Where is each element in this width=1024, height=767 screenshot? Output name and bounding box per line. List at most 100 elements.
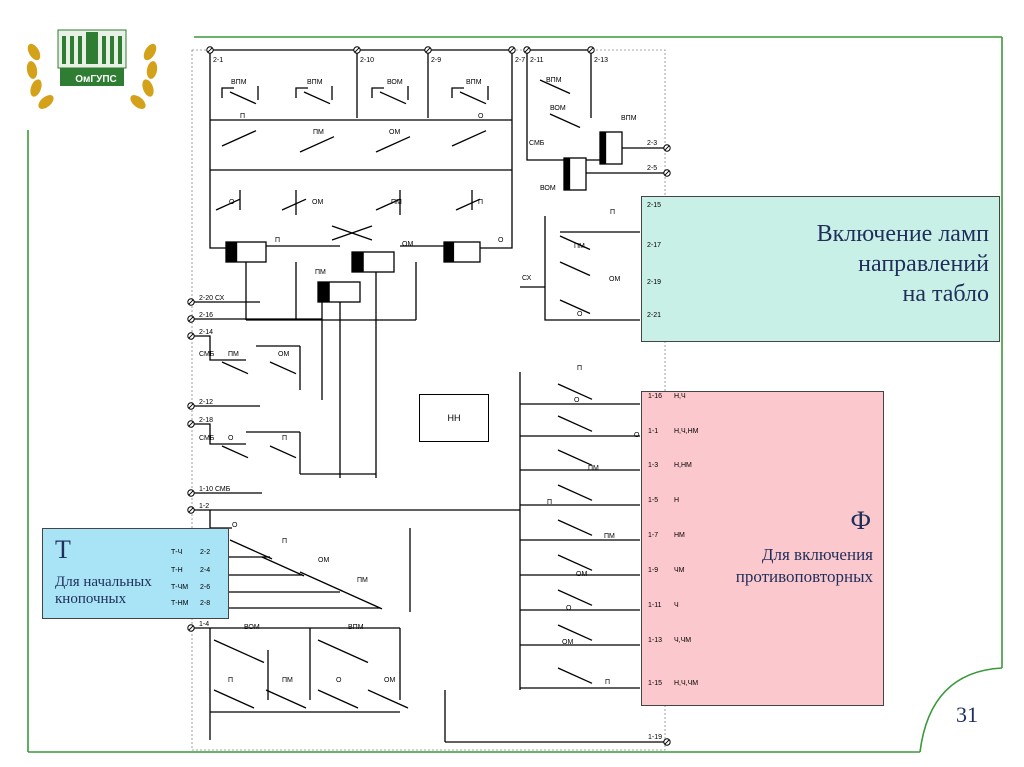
- contact-label-11: П: [478, 199, 484, 206]
- panel-t-line-1: Для начальных: [55, 574, 152, 590]
- nn-block: НН: [419, 394, 489, 442]
- contact-mid-1: [299, 136, 335, 153]
- terminal-label-2-21: 2-21: [647, 312, 662, 319]
- contact-label-22: ПМ: [574, 243, 585, 250]
- contact-f-2: [557, 449, 593, 466]
- contact-mid-3: [451, 130, 487, 147]
- contact-mid-0: [221, 130, 257, 147]
- contact-label-10: ПМ: [391, 199, 402, 206]
- contact-om-b: [367, 689, 409, 709]
- terminal-label-1-15: 1-15: [648, 680, 663, 687]
- contact-o-1: [215, 198, 241, 211]
- contact-label-32: П: [577, 365, 583, 372]
- contact-label-34: О: [634, 432, 640, 439]
- contact-label-20: ВОМ: [540, 185, 556, 192]
- terminal-label-1-11: 1-11: [648, 602, 662, 609]
- contact-label-0: ВПМ: [231, 79, 247, 86]
- contact-t-1: [261, 556, 305, 577]
- terminal-label-2-13: 2-13: [594, 57, 609, 64]
- terminal-label-1-3: 1-3: [648, 462, 659, 469]
- contact-label-45: ПМ: [357, 577, 368, 584]
- panel-f-line-1: Для включения: [761, 545, 873, 564]
- contact-label-36: П: [547, 499, 553, 506]
- contact-pm-1: [375, 198, 401, 211]
- contact-vom-b: [213, 639, 265, 664]
- contact-label-25: О: [577, 311, 583, 318]
- terminal-2-9-slash: [425, 47, 431, 53]
- contact-smb-o: [221, 445, 249, 459]
- wire: [221, 87, 234, 98]
- terminal-label-1-1: 1-1: [648, 428, 659, 435]
- contact-upper-0: [229, 91, 257, 105]
- contact-label-35: ПМ: [588, 465, 599, 472]
- contact-label-2: ВОМ: [387, 79, 403, 86]
- terminal-label-1-4: 1-4: [199, 621, 210, 628]
- contact-pm-r: [559, 261, 591, 277]
- contact-f-7: [557, 624, 593, 641]
- contact-label-48: П: [228, 677, 234, 684]
- omgups-logo: ОмГУПС: [24, 22, 160, 114]
- terminal-label-1-2: 1-2: [199, 503, 210, 510]
- wire: [451, 87, 464, 98]
- contact-p-l: [269, 445, 297, 459]
- terminal-tag-2-4: Т-Н: [171, 567, 183, 574]
- terminal-tag-2-6: Т-ЧМ: [171, 584, 189, 591]
- contact-label-17: ВОМ: [550, 105, 566, 112]
- contact-label-5: ПМ: [313, 129, 324, 136]
- terminal-tag-2-2: Т-Ч: [171, 549, 183, 556]
- terminal-label-2-2: 2-2: [200, 549, 211, 556]
- wire: [209, 205, 226, 249]
- diagram-label: П: [282, 435, 288, 442]
- panel-anti-repeat: Ф Для включения противоповторных: [641, 391, 884, 706]
- contact-label-23: СХ: [522, 275, 532, 282]
- contact-label-18: ВПМ: [621, 115, 637, 122]
- terminal-tag-1-7: НМ: [674, 532, 685, 539]
- wire: [209, 510, 232, 529]
- terminal-label-2-15: 2-15: [647, 202, 662, 209]
- contact-f-3: [557, 484, 593, 501]
- terminal-2-14-slash: [188, 333, 194, 339]
- contact-smb-pm: [221, 361, 249, 375]
- contact-t-3: [339, 589, 383, 610]
- diagram-label: ПМ: [228, 351, 239, 358]
- terminal-label-2-12: 2-12: [199, 399, 214, 406]
- terminal-2-11-slash: [524, 47, 530, 53]
- terminal-label-2-4: 2-4: [200, 567, 211, 574]
- contact-label-46: ВОМ: [244, 624, 260, 631]
- terminal-label-2-8: 2-8: [200, 600, 211, 607]
- terminal-1-4-slash: [188, 625, 194, 631]
- terminal-2-16-slash: [188, 316, 194, 322]
- contact-vpm-r: [539, 79, 571, 95]
- wire: [371, 87, 384, 98]
- wire: [191, 335, 246, 361]
- contact-label-41: П: [605, 679, 611, 686]
- panel-f-letter: Ф: [850, 506, 871, 535]
- terminal-label-2-7: 2-7: [515, 57, 526, 64]
- logo-text: ОмГУПС: [75, 74, 117, 85]
- panel-t-line-2: кнопочных: [55, 591, 127, 607]
- panel-top-line-1: Включение ламп: [816, 221, 989, 247]
- contact-p-r: [559, 235, 591, 251]
- contact-p-1: [455, 198, 481, 211]
- terminal-2-10-slash: [354, 47, 360, 53]
- panel-t-description: Для начальных кнопочных: [55, 574, 152, 608]
- terminal-tag-1-11: Ч: [674, 602, 679, 609]
- contact-p-b: [213, 689, 255, 709]
- terminal-label-2-19: 2-19: [647, 279, 662, 286]
- contact-label-13: ОМ: [402, 241, 414, 248]
- terminal-2-18-slash: [188, 421, 194, 427]
- wire: [295, 87, 308, 98]
- terminal-2-5-slash: [664, 170, 670, 176]
- contact-label-16: ВПМ: [546, 77, 562, 84]
- wire: [544, 216, 640, 321]
- contact-t-0: [229, 539, 273, 560]
- terminal-label-2-5: 2-5: [647, 165, 658, 172]
- terminal-tag-1-16: Н,Ч: [674, 393, 686, 400]
- terminal-label-2-20 СХ: 2-20 СХ: [199, 295, 225, 302]
- terminal-label-2-14: 2-14: [199, 329, 214, 336]
- contact-om-1: [281, 198, 307, 211]
- panel-f-description: Для включения противоповторных: [736, 544, 873, 588]
- terminal-2-12-slash: [188, 403, 194, 409]
- panel-initial-buttons: Т Для начальных кнопочных: [42, 528, 229, 619]
- terminal-label-2-16: 2-16: [199, 312, 214, 319]
